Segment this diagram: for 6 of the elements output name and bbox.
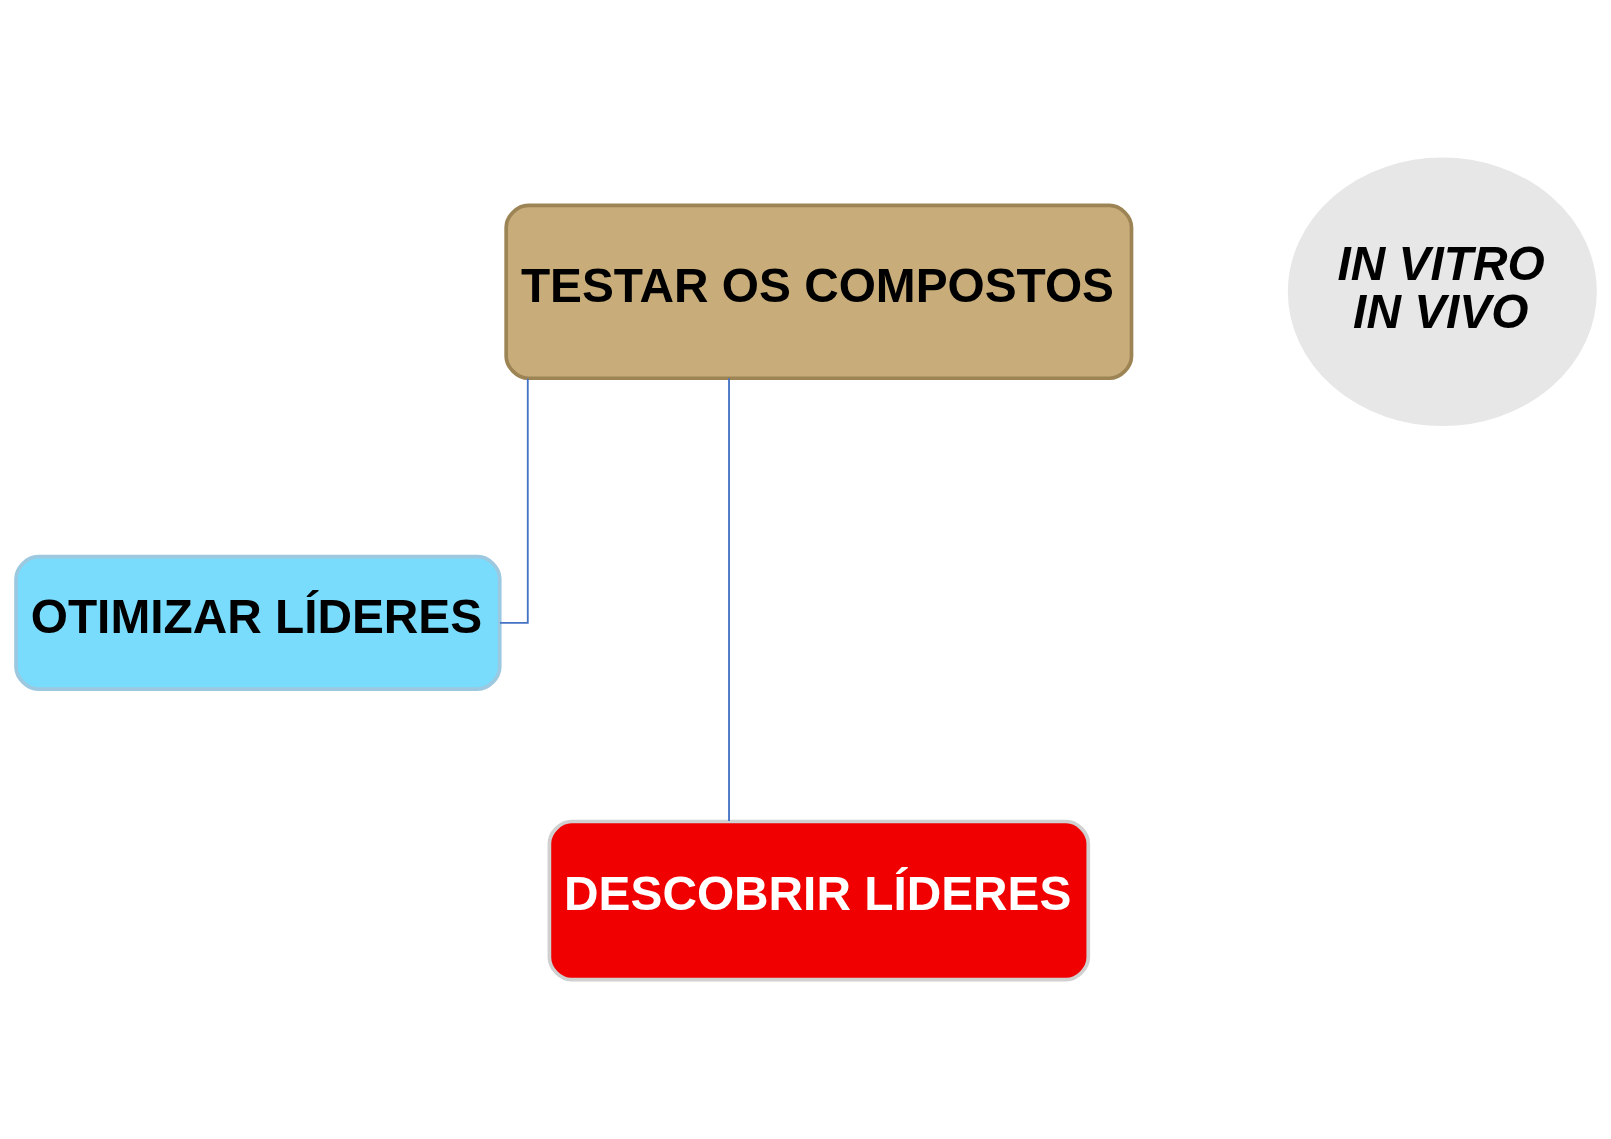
- node-box: DESCOBRIR LÍDERES: [547, 819, 1091, 982]
- node-box: TESTAR OS COMPOSTOS: [504, 203, 1134, 381]
- node-box: OTIMIZAR LÍDERES: [14, 554, 502, 691]
- connector: [499, 377, 529, 624]
- connector: [728, 377, 730, 822]
- node-ellipse: IN VITRO IN VIVO: [1287, 157, 1597, 427]
